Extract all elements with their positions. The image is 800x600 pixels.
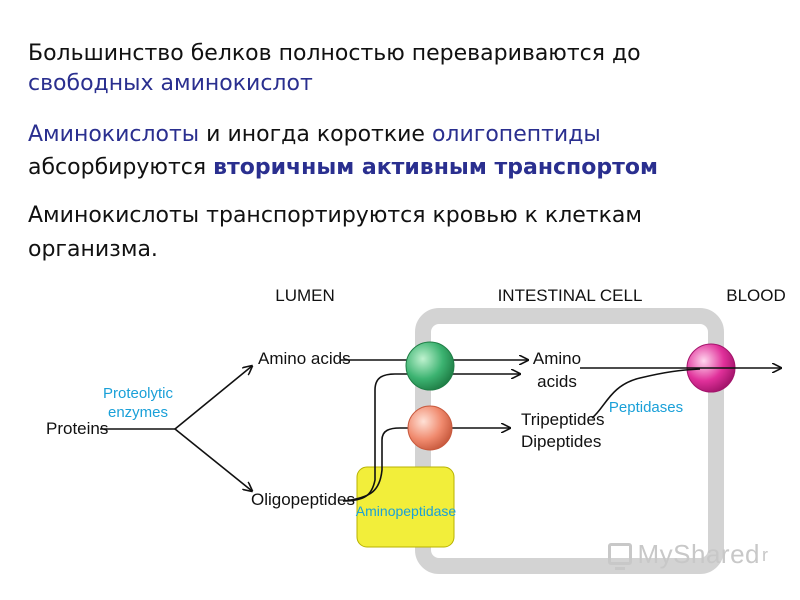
- amino-acid-transporter: [405, 341, 455, 391]
- text-line-3: Аминокислоты и иногда короткие олигопепт…: [28, 121, 601, 149]
- label-proteolytic-2: enzymes: [108, 404, 168, 421]
- text-line-6: организма.: [28, 237, 158, 262]
- label-proteolytic-1: Proteolytic: [103, 385, 174, 402]
- label-tripeptides: Tripeptides: [521, 410, 604, 429]
- fork-up-arrow: [174, 366, 252, 430]
- oligo-to-green-arrow: [342, 374, 520, 502]
- label-amino-acids-lumen: Amino acids: [258, 349, 351, 368]
- text-line-1: Большинство белков полностью перевариваю…: [28, 41, 641, 66]
- label-oligopeptides: Oligopeptides: [251, 490, 355, 509]
- label-proteins: Proteins: [46, 419, 108, 438]
- oligopeptides-word: олигопептиды: [431, 122, 601, 147]
- line3-middle: и иногда короткие: [199, 122, 432, 147]
- header-lumen: LUMEN: [275, 286, 335, 305]
- line4-start: абсорбируются: [28, 155, 214, 180]
- label-peptidases: Peptidases: [609, 399, 683, 416]
- peptides-to-blood-curve: [591, 368, 701, 419]
- amino-acids-word: Аминокислоты: [28, 122, 200, 147]
- myshared-watermark: MyShared r: [608, 538, 768, 570]
- fork-down-arrow: [174, 428, 252, 491]
- oligo-to-salmon-arrow: [342, 428, 510, 502]
- label-amino-cell-1: Amino: [533, 349, 581, 368]
- aminopeptidase-box: [356, 466, 455, 548]
- watermark-text: MyShared: [637, 538, 760, 569]
- secondary-active-transport: вторичным активным транспортом: [213, 155, 658, 180]
- peptide-transporter: [407, 405, 453, 451]
- label-aminopeptidase: Aminopeptidase: [356, 503, 457, 519]
- text-line-2: свободных аминокислот: [28, 71, 313, 96]
- label-dipeptides: Dipeptides: [521, 432, 601, 451]
- label-amino-cell-2: acids: [537, 372, 577, 391]
- text-line-4: абсорбируются вторичным активным транспо…: [28, 154, 658, 182]
- watermark-suffix: r: [762, 545, 768, 565]
- header-intestinal-cell: INTESTINAL CELL: [498, 286, 643, 305]
- header-blood: BLOOD: [726, 286, 786, 305]
- presentation-icon: [608, 543, 632, 570]
- text-line-5: Аминокислоты транспортируются кровью к к…: [28, 203, 642, 228]
